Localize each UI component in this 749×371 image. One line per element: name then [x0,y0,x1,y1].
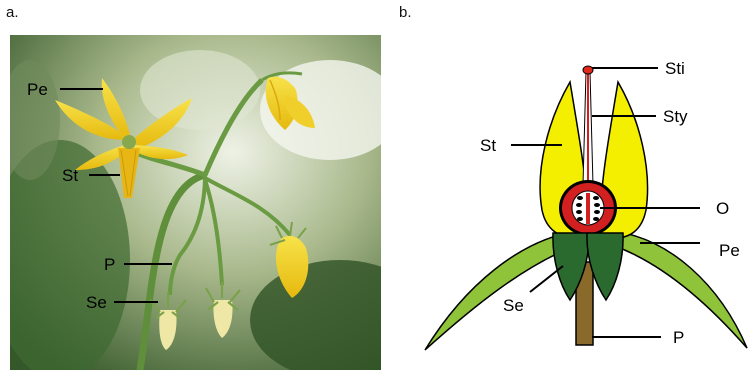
label-b-pe: Pe [719,241,740,260]
label-b-o: O [716,199,729,218]
leader-line-b-se [530,266,563,292]
label-b-p: P [673,328,684,347]
label-a-p: P [104,255,115,274]
label-b-sti: Sti [665,59,685,78]
label-a-st: St [62,166,78,185]
tomato-flower-photo [0,35,430,371]
label-b-sty: Sty [663,107,688,126]
label-b-se: Se [503,296,524,315]
label-a-se: Se [86,293,107,312]
label-a-pe: Pe [27,80,48,99]
diagram-stigma [583,66,593,74]
label-b-st: St [480,136,496,155]
